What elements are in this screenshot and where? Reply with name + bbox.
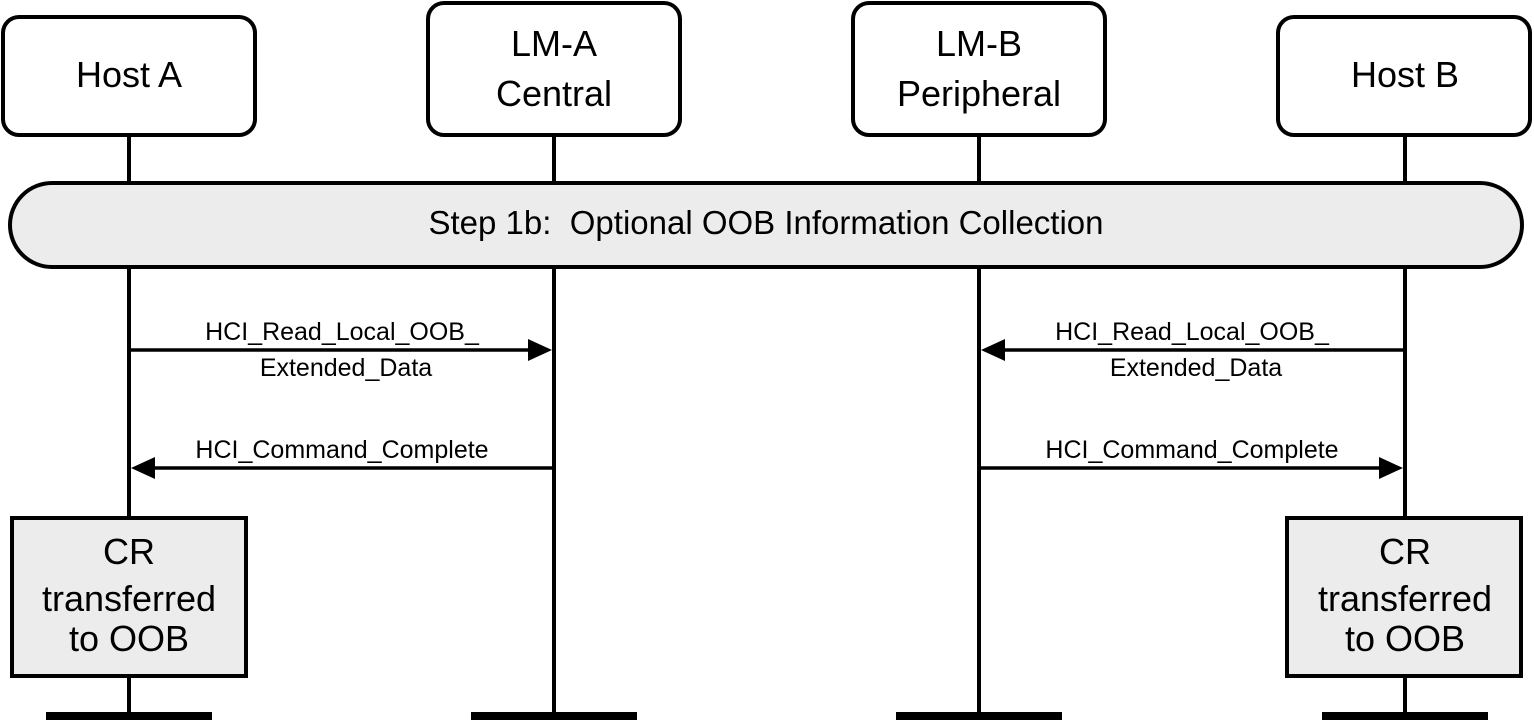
participant-host-a-label: Host A <box>76 54 182 95</box>
note-host-a-line1: CR <box>103 531 155 572</box>
arrowhead-left <box>131 457 155 479</box>
arrowhead-right <box>528 339 552 361</box>
message-read-local-oob-a-label-line1: HCI_Read_Local_OOB_ <box>205 318 480 346</box>
message-read-local-oob-a: HCI_Read_Local_OOB_ Extended_Data <box>131 318 552 382</box>
participant-lm-a-label-line1: LM-A <box>511 23 597 64</box>
note-host-a: CR transferred to OOB <box>10 516 248 678</box>
note-host-b-line3: to OOB <box>1345 618 1465 659</box>
note-host-a-line3: to OOB <box>69 618 189 659</box>
note-host-b-line1: CR <box>1379 531 1431 572</box>
step-band-label: Step 1b: Optional OOB Information Collec… <box>428 204 1103 241</box>
participant-lm-b: LM-B Peripheral <box>851 1 1107 137</box>
participant-host-b-label: Host B <box>1351 54 1459 95</box>
message-read-local-oob-b: HCI_Read_Local_OOB_ Extended_Data <box>981 318 1403 382</box>
message-command-complete-b: HCI_Command_Complete <box>981 436 1403 479</box>
participant-host-a: Host A <box>1 15 257 137</box>
message-read-local-oob-b-label-line2: Extended_Data <box>1110 354 1282 382</box>
participant-lm-a-label-line2: Central <box>496 73 612 114</box>
step-band: Step 1b: Optional OOB Information Collec… <box>8 181 1524 269</box>
message-command-complete-a: HCI_Command_Complete <box>131 436 552 479</box>
note-host-b: CR transferred to OOB <box>1285 516 1523 678</box>
arrowhead-left <box>981 339 1005 361</box>
message-command-complete-a-label: HCI_Command_Complete <box>195 436 488 464</box>
participant-lm-b-label-line1: LM-B <box>936 23 1022 64</box>
participant-host-b: Host B <box>1276 15 1532 137</box>
message-read-local-oob-b-label-line1: HCI_Read_Local_OOB_ <box>1055 318 1330 346</box>
participant-lm-b-label-line2: Peripheral <box>897 73 1061 114</box>
arrowhead-right <box>1379 457 1403 479</box>
participant-lm-a: LM-A Central <box>426 1 682 137</box>
note-host-b-line2: transferred <box>1318 578 1492 619</box>
note-host-a-line2: transferred <box>42 578 216 619</box>
message-read-local-oob-a-label-line2: Extended_Data <box>260 354 432 382</box>
message-command-complete-b-label: HCI_Command_Complete <box>1045 436 1338 464</box>
